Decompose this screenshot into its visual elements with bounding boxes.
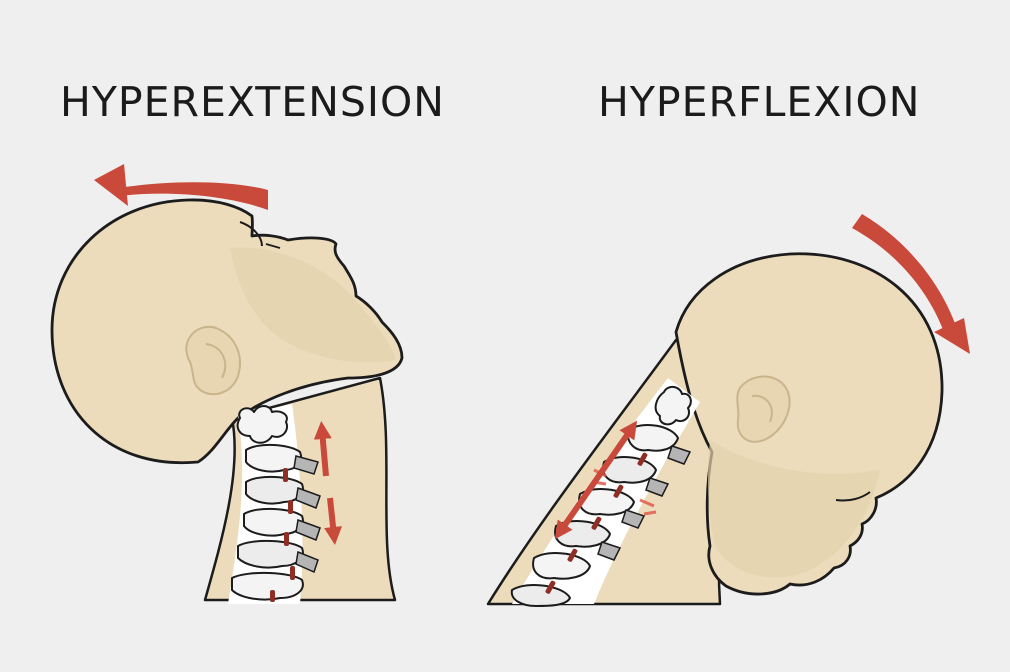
stretch-arrow-right [554,420,638,540]
ear-right [736,375,791,443]
head-left [50,198,404,465]
cervical-spine-left [231,405,304,601]
head-motion-arrow-right [852,214,970,354]
face-shading-left [230,247,396,363]
hyperextension-title: HYPEREXTENSION [60,78,445,126]
eye-right [835,491,871,502]
head-motion-arrow-left [94,164,268,210]
hyperextension-figure [50,164,404,604]
ear-left [185,325,241,396]
hyperflexion-title: HYPERFLEXION [598,78,921,126]
injured-ligaments-left [270,468,295,602]
eye-left [239,221,263,247]
stretch-arrows-left [313,421,343,545]
face-shading-right [708,440,880,578]
spinous-processes-left [293,455,321,574]
hyperflexion-figure [486,214,970,607]
